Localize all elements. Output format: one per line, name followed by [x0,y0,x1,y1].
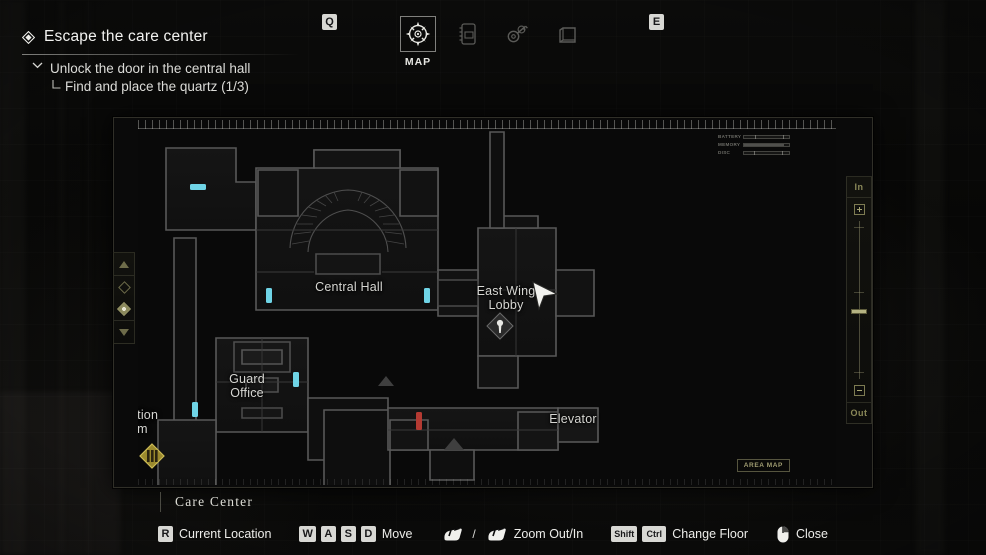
player-arrow-marker [530,280,560,312]
gauge-disc-bar [743,150,790,155]
change-floor-keys: Shift Ctrl [611,526,667,542]
zoom-handle[interactable] [851,309,867,315]
zoom-tick-top [854,227,864,228]
key-shift[interactable]: Shift [611,526,638,542]
mouse-scroll-down-icon [484,525,508,543]
zoom-tick-bottom [854,372,864,373]
floor-up-button[interactable] [114,253,134,275]
hud-gauges: BATTERY MEMORY DISC [718,134,790,158]
map-floorplan [157,131,599,485]
env-pillar-right [916,0,944,555]
zoom-slider-panel[interactable]: In Out [846,176,872,424]
map-ruler-top [138,120,836,129]
gauge-memory-bar [743,142,790,147]
zoom-out-label: Out [850,408,868,418]
zoom-track[interactable] [847,221,871,379]
tab-bar: Q MAP [0,14,986,68]
gauge-memory-label: MEMORY [718,142,741,147]
zoom-in-label: In [854,182,864,192]
zoom-divider-top [847,197,871,198]
tab-key-items[interactable] [499,14,537,52]
notebook-icon [450,16,486,52]
map-ruler-bottom [138,479,836,485]
compass-icon [400,16,436,52]
floor-down-button[interactable] [114,321,134,343]
key-r[interactable]: R [158,526,174,542]
next-tab-key[interactable]: E [649,14,664,30]
key-w[interactable]: W [299,526,316,542]
triangle-up-icon [119,260,129,268]
key-d[interactable]: D [360,526,376,542]
elbow-icon [52,79,61,90]
hint-change-floor[interactable]: Shift Ctrl Change Floor [611,526,748,542]
gauge-disc: DISC [718,150,790,155]
hint-close-label: Close [796,527,828,541]
floor-item-1-current[interactable] [114,298,134,320]
zoom-tick-mid [854,292,864,294]
locked-door-marker [416,412,422,430]
gauge-battery-bar [743,134,790,139]
hint-zoom-separator: / [472,527,476,541]
gauge-disc-label: DISC [718,150,731,155]
tab-files[interactable] [449,14,487,52]
move-keys: W A S D [299,526,376,542]
prev-tab-key[interactable]: Q [322,14,337,30]
hint-move[interactable]: W A S D Move [299,526,412,542]
key-item-marker [486,312,514,340]
diamond-filled-icon [116,301,132,317]
objective-subdetail-row: Find and place the quartz (1/3) [22,79,352,94]
floor-item-2[interactable] [114,276,134,298]
tab-list: MAP [399,14,587,68]
hint-current-location-label: Current Location [179,527,272,541]
area-name-divider [160,492,161,512]
area-map-badge: AREA MAP [736,459,790,472]
mouse-scroll-up-icon [440,525,464,543]
diamond-outline-icon [117,280,131,294]
tab-map[interactable]: MAP [399,14,437,68]
control-hints-bar: R Current Location W A S D Move / [0,521,986,547]
key-s[interactable]: S [340,526,356,542]
mouse-rightclick-icon [776,525,790,544]
tab-inventory[interactable] [549,14,587,52]
keyring-icon [500,16,536,52]
floor-selector[interactable] [113,252,135,344]
hint-close[interactable]: Close [776,525,828,544]
key-a[interactable]: A [320,526,336,542]
objective-subdetail-text: Find and place the quartz (1/3) [65,79,249,94]
hint-current-location[interactable]: R Current Location [158,526,271,542]
triangle-down-icon [119,328,129,336]
zoom-track-line [858,221,860,379]
save-point-marker [138,442,166,470]
area-name-text: Care Center [175,494,254,509]
zoom-in-icon[interactable] [853,204,865,215]
hint-change-floor-label: Change Floor [672,527,748,541]
hint-zoom-label: Zoom Out/In [513,527,584,541]
gauge-memory: MEMORY [718,142,790,147]
gauge-battery-label: BATTERY [718,134,742,139]
key-ctrl[interactable]: Ctrl [642,526,667,542]
hint-move-label: Move [381,527,413,541]
gauge-battery: BATTERY [718,134,790,139]
backpack-icon [550,16,586,52]
area-name-row: Care Center [160,492,253,512]
zoom-out-icon[interactable] [853,385,865,396]
tab-map-label: MAP [404,56,432,68]
hint-zoom[interactable]: / Zoom Out/In [440,525,583,543]
